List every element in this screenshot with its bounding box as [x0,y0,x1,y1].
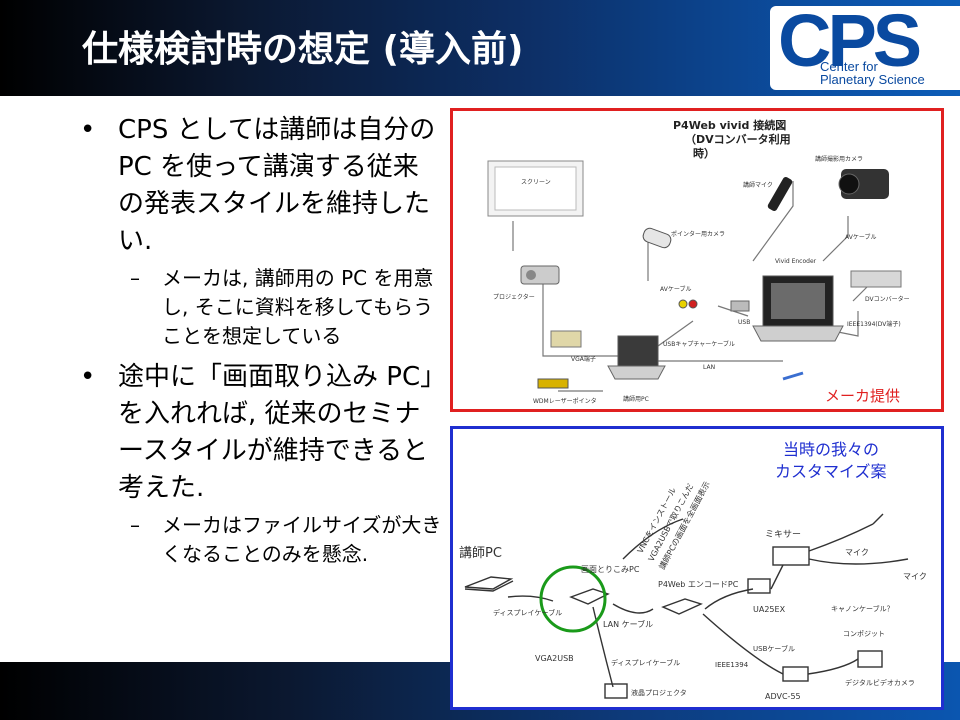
sub-bullet-dash: – [130,266,140,290]
customization-diagram-svg: 当時の我々の カスタマイズ案 講師PC ディスプレイケーブ [459,440,927,701]
encoder-laptop-display [771,283,825,319]
av-plug-yellow [678,299,688,309]
projector-lens [526,270,536,280]
sketch-lan-cable: LAN ケーブル [603,619,653,629]
vga-connector-shape [550,330,582,348]
bullet-list: • CPS としては講師は自分の PC を使って講演する従来の発表スタイルを維持し… [80,112,444,577]
sketch-projector: 液晶プロジェクタ [631,688,687,697]
encoder-laptop-base [752,325,844,342]
logo-sub-line1: Center for [820,59,878,74]
sketch-ieee1394: IEEE1394 [715,661,749,669]
label-vga: VGA端子 [571,355,596,363]
laser-pointer-shape [537,378,569,389]
sketch-advc: ADVC-55 [765,692,801,701]
customization-diagram: 当時の我々の カスタマイズ案 講師PC ディスプレイケーブ [450,426,944,710]
projector-sketch [604,683,628,699]
lan-plug-shape [782,371,804,381]
label-lecturer-camera: 講師撮影用カメラ [815,155,863,163]
sub-bullet-1-text: メーカは, 講師用の PC を用意し, そこに資料を移してもらうことを想定してい… [162,266,434,348]
custom-caption-line2: カスタマイズ案 [775,462,887,481]
highlight-circle [539,565,607,633]
capture-pc-sketch [569,588,610,605]
sketch-cannon-cable: キャノンケーブル？ [831,604,894,613]
sketch-p4web-pc: P4Web エンコードPC [658,580,739,589]
label-usb: USB [738,319,750,326]
label-av-cable-right: AVケーブル [845,233,876,241]
sub-bullet-1: –メーカは, 講師用の PC を用意し, そこに資料を移してもらうことを想定して… [80,264,444,351]
lecturer-laptop-base [607,365,666,380]
lecturer-laptop-sketch [464,576,514,590]
sub-bullet-2: –メーカはファイルサイズが大きくなることのみを懸念. [80,511,444,569]
label-screen: スクリーン [521,179,551,186]
bullet-1: • CPS としては講師は自分の PC を使って講演する従来の発表スタイルを維持し… [80,112,444,260]
sketch-usb-cable: USBケーブル [753,644,795,653]
sketch-component: コンポジット [843,630,885,638]
label-usb-capture: USBキャプチャーケーブル [663,340,735,348]
logo-mark: CPS [778,0,922,82]
sketch-mixer: ミキサー [765,529,801,540]
sketch-mic1: マイク [845,548,869,557]
label-lan: LAN [703,364,715,371]
diagram1-title-line2: （DVコンバータ利用 [685,132,791,146]
sketch-ua25ex: UA25EX [753,605,786,614]
bullet-1-text: CPS としては講師は自分の PC を使って講演する従来の発表スタイルを維持した… [118,115,436,256]
diagram1-title-line3: 時） [693,146,715,160]
mic-shape [767,177,793,211]
vendor-caption: メーカ提供 [825,387,900,405]
connection-diagram-vendor: P4Web vivid 接続図 （DVコンバータ利用 時） スクリーン プロジェ… [450,108,944,412]
camera-sketch [857,650,883,668]
logo-sub-line2: Planetary Science [820,72,925,87]
label-wdm-pointer: WDMレーザーポインタ [533,397,597,405]
sketch-display-cable2: ディスプレイケーブル [611,658,680,667]
camera-lens [838,173,860,195]
label-vivid-encoder: Vivid Encoder [775,258,817,265]
pointer-camera-shape [642,227,672,249]
bullet-dot: • [80,362,96,392]
connection-diagram-svg: P4Web vivid 接続図 （DVコンバータ利用 時） スクリーン プロジェ… [487,118,910,405]
mixer-sketch [772,546,810,566]
label-av-cable: AVケーブル [660,285,691,293]
title-bar: 仕様検討時の想定 (導入前) CPS Center for Planetary … [0,0,960,96]
bullet-2: • 途中に「画面取り込み PC」を入れれば, 従来のセミナースタイルが維持できると… [80,359,444,507]
bullet-dot: • [80,115,96,145]
label-dv-converter: DVコンバーター [865,295,910,303]
advc-sketch [782,666,809,682]
sketch-video-camera: デジタルビデオカメラ [845,678,915,687]
sketch-vga2usb: VGA2USB [535,654,574,663]
av-plug-red [688,299,698,309]
label-lecturer-pc: 講師用PC [623,395,649,403]
dv-converter-shape [850,270,902,288]
screen-inner [494,166,577,211]
lecturer-laptop-screen [617,335,659,367]
encoder-pc-sketch [661,598,703,615]
sub-bullet-dash: – [130,513,140,537]
ua25ex-sketch [747,578,771,594]
sketch-capture-pc: 画面とりこみPC [581,565,640,574]
diagram1-title-line1: P4Web vivid 接続図 [673,118,786,132]
label-mic: 講師マイク [743,181,773,189]
slide-title: 仕様検討時の想定 (導入前) [82,29,524,70]
sub-bullet-2-text: メーカはファイルサイズが大きくなることのみを懸念. [162,513,442,566]
label-ieee: IEEE1394(DV端子) [847,320,901,328]
sketch-lecturer-pc: 講師PC [459,545,502,561]
sketch-display-cable: ディスプレイケーブル [493,608,562,617]
bullet-2-text: 途中に「画面取り込み PC」を入れれば, 従来のセミナースタイルが維持できると考… [118,362,434,503]
usb-hub-shape [730,300,750,312]
label-projector: プロジェクター [493,293,535,301]
custom-caption-line1: 当時の我々の [783,440,879,459]
cps-logo: CPS Center for Planetary Science [770,0,960,90]
sketch-mic2: マイク [903,572,927,581]
label-pointer-camera: ポインター用カメラ [671,230,725,238]
